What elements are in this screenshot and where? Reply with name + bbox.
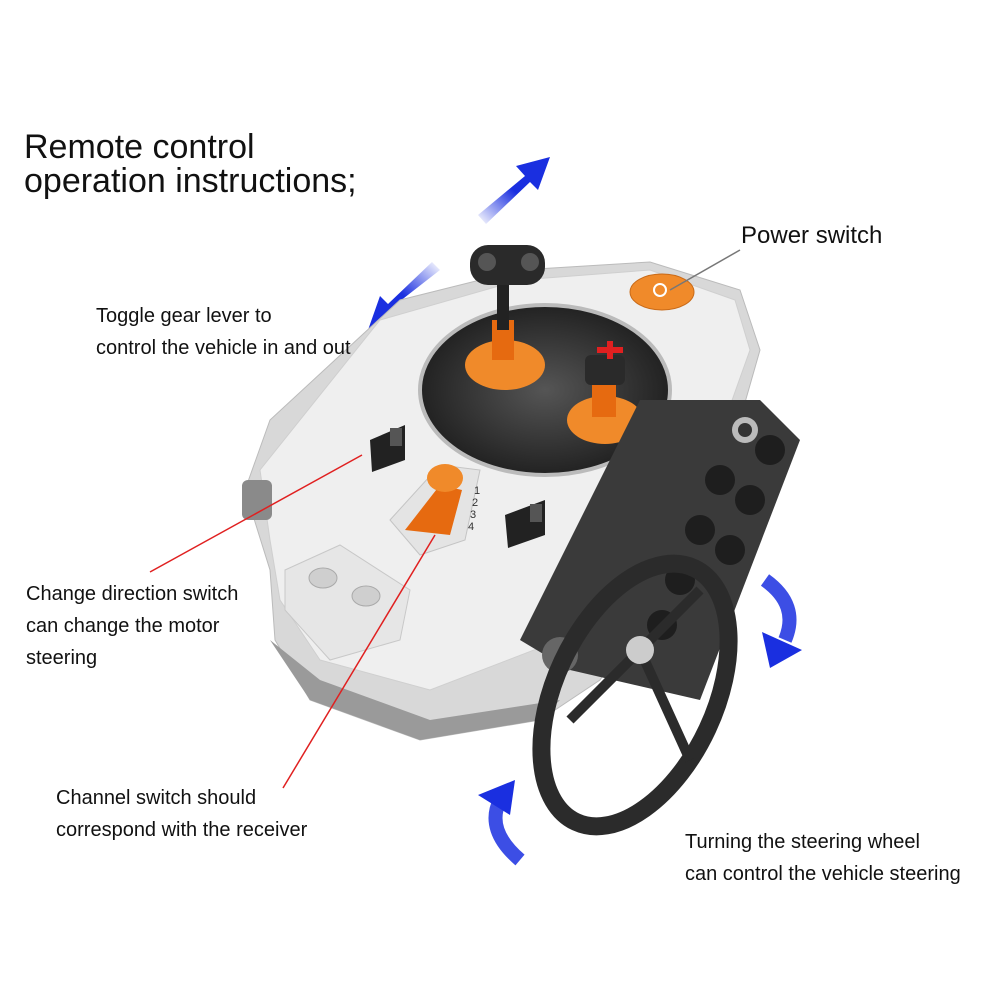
label-channel-switch: Channel switch should correspond with th… [56,782,307,846]
steering-wheel[interactable] [503,534,766,855]
steering-wheel-text-1: Turning the steering wheel [685,831,920,853]
gear-lever-text-2: control the vehicle in and out [96,337,351,359]
gear-lever-text-1: Toggle gear lever to [96,305,272,327]
steering-rotation-arrows-icon [478,574,802,866]
label-steering-wheel: Turning the steering wheel can control t… [685,826,961,890]
channel-switch[interactable]: 1 2 3 4 [389,464,481,556]
steering-wheel-text-2: can control the vehicle steering [685,863,961,885]
channel-switch-text-2: correspond with the receiver [56,819,308,841]
label-direction-switch: Change direction switch can change the m… [26,578,238,674]
page-title: Remote control operation instructions; [24,130,357,198]
channel-switch-text-1: Channel switch should [56,787,257,809]
direction-switch-text-2: can change the motor [26,615,220,637]
direction-switch-text-1: Change direction switch [26,583,239,605]
power-switch-text: Power switch [741,222,883,249]
label-gear-lever: Toggle gear lever to control the vehicle… [96,300,351,364]
leader-direction [149,454,363,573]
power-switch-button[interactable] [629,273,695,311]
leader-channel [282,534,436,789]
direction-switch-text-3: steering [26,647,98,669]
gear-lever[interactable] [465,245,545,390]
direction-switch-right[interactable] [505,500,545,548]
direction-switch-left[interactable] [370,425,405,472]
channel-number-4: 4 [468,521,474,533]
leader-lines [149,249,741,789]
title-line-1: Remote control [24,128,255,166]
channel-number-3: 3 [470,509,476,521]
label-power-switch: Power switch [741,220,882,252]
title-line-2: operation instructions; [24,162,357,200]
channel-number-1: 1 [474,485,480,497]
channel-number-2: 2 [472,497,478,509]
